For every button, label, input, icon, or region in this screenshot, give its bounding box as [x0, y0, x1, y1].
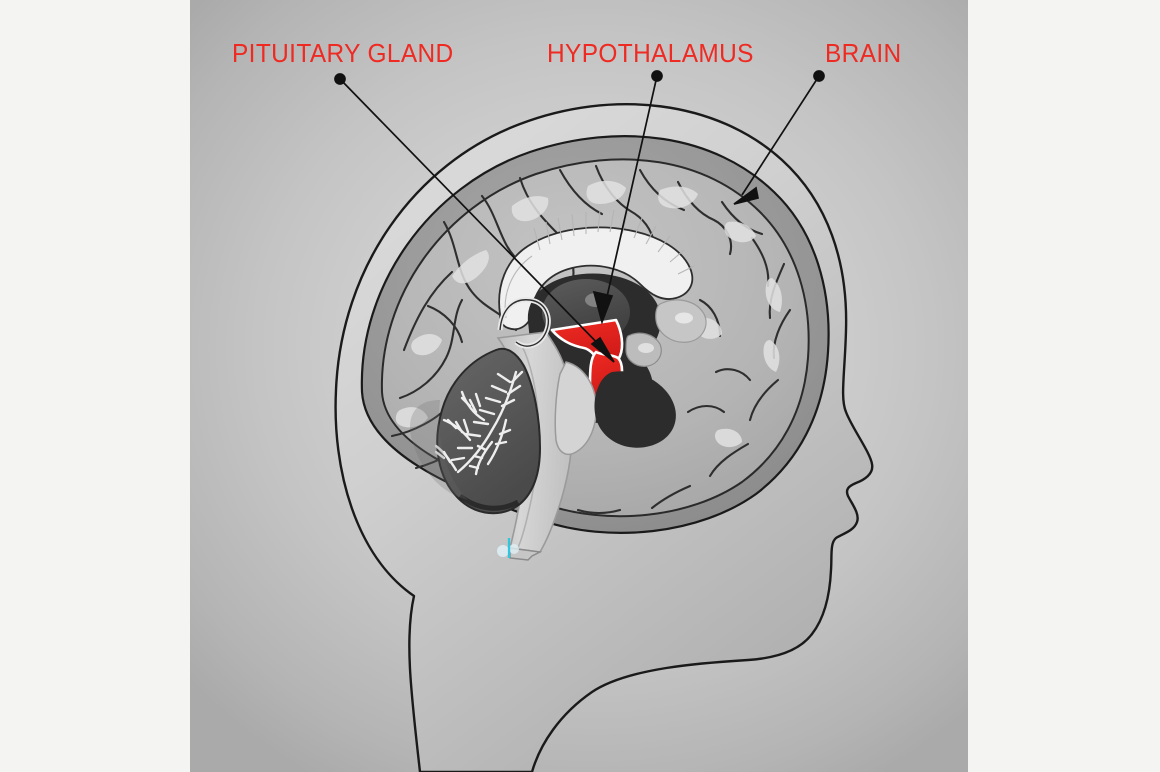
occipital-shadow	[410, 400, 468, 500]
label-brain: BRAIN	[825, 38, 902, 68]
leader-lines	[334, 70, 825, 363]
pons	[554, 361, 598, 456]
leader-hypothalamus	[592, 70, 663, 325]
fornix-outline	[499, 299, 549, 347]
leader-pituitary	[334, 73, 615, 363]
temporal-dark-mass	[594, 371, 676, 448]
leader-brain	[733, 70, 825, 205]
cerebellum	[434, 347, 542, 515]
label-hypothalamus: HYPOTHALAMUS	[547, 38, 754, 68]
spinal-cord	[497, 538, 543, 561]
periventricular-structures	[625, 299, 707, 367]
arbor-vitae	[434, 370, 524, 476]
label-pituitary-gland: PITUITARY GLAND	[232, 38, 454, 68]
cortex-highlights	[395, 180, 782, 468]
